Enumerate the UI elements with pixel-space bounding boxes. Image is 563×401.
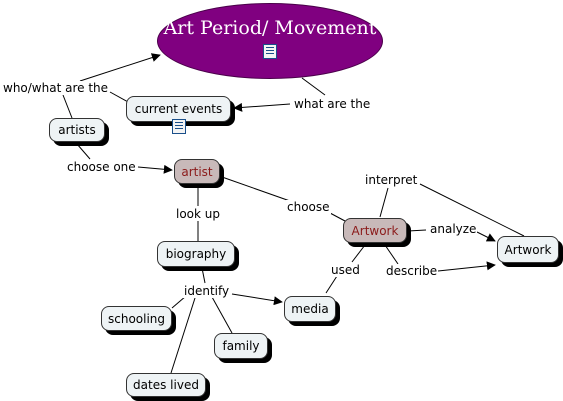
node-family[interactable]: family — [214, 333, 268, 359]
node-label: artist — [181, 164, 213, 179]
link-label-choose-one: choose one — [66, 160, 137, 174]
link-label-identify: identify — [183, 284, 231, 298]
link-label-interpret: interpret — [364, 173, 419, 187]
edge-identify-dateslived — [170, 297, 196, 374]
node-label: Artwork — [351, 223, 399, 238]
node-label: current events — [134, 102, 223, 116]
link-label-analyze: analyze — [429, 222, 478, 236]
edge-identify-family — [211, 296, 233, 334]
edge-chooseone-artist — [137, 164, 173, 174]
node-label: artists — [58, 123, 96, 137]
edge-biography-identify — [201, 267, 206, 284]
link-label-who-what: who/what are the — [2, 81, 110, 95]
edge-artwork-used — [351, 244, 366, 263]
edge-interpret-artworkright — [419, 183, 525, 237]
node-label: dates lived — [133, 378, 199, 392]
node-artwork-right[interactable]: Artwork — [497, 236, 559, 263]
node-current-events[interactable]: current events — [126, 96, 231, 122]
edge-title-whatarethe — [301, 77, 326, 96]
node-schooling[interactable]: schooling — [101, 306, 172, 331]
link-label-used: used — [330, 263, 361, 277]
edge-analyze-artworkright — [476, 231, 496, 242]
edge-who-title — [79, 53, 161, 82]
edge-used-media — [325, 275, 338, 294]
node-artists[interactable]: artists — [49, 118, 105, 142]
node-biography[interactable]: biography — [157, 241, 235, 267]
edge-who-currentevents — [109, 91, 129, 103]
node-label: schooling — [107, 311, 166, 326]
title-text: Art Period/ Movement — [163, 17, 377, 39]
edge-choose-artwork — [329, 212, 346, 222]
edge-artwork-describe — [384, 244, 399, 265]
document-icon[interactable] — [263, 44, 277, 59]
edge-whatarethe-currentevents — [233, 102, 291, 112]
edge-artists-chooseone — [76, 143, 91, 160]
node-label: Artwork — [504, 242, 552, 257]
link-label-look-up: look up — [175, 207, 222, 221]
link-label-what-are-the: what are the — [293, 97, 372, 111]
edge-identify-media — [231, 293, 283, 306]
link-label-describe: describe — [385, 264, 439, 278]
node-dates-lived[interactable]: dates lived — [126, 373, 206, 397]
node-label: family — [222, 339, 260, 353]
node-media[interactable]: media — [284, 296, 336, 322]
edge-artists-who — [62, 94, 73, 119]
link-label-choose: choose — [286, 200, 331, 214]
edge-artwork-interpret — [379, 187, 389, 218]
document-icon[interactable] — [172, 119, 186, 134]
edge-artist-choose — [221, 176, 291, 202]
edge-describe-artworkright — [437, 261, 496, 272]
edge-identify-schooling — [171, 295, 187, 309]
node-label: biography — [165, 247, 227, 261]
title-node-art-period[interactable]: Art Period/ Movement — [157, 3, 383, 79]
edge-artwork-analyze — [407, 229, 427, 232]
node-artwork-center[interactable]: Artwork — [343, 218, 407, 243]
node-artist[interactable]: artist — [174, 159, 220, 184]
node-label: media — [291, 302, 329, 316]
